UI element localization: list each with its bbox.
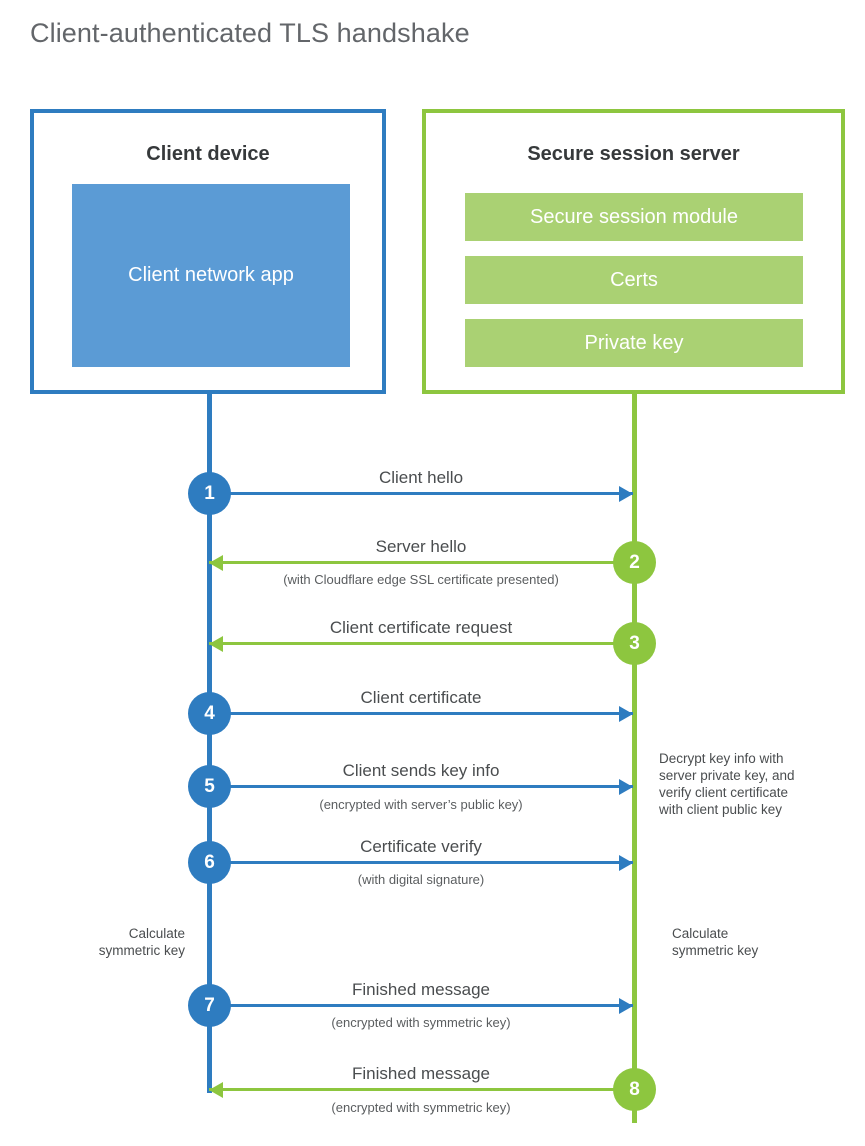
step-6-arrow-head-icon: [619, 855, 633, 871]
step-1-arrow-head-icon: [619, 486, 633, 502]
step-badge-7: 7: [188, 984, 231, 1027]
client-calc-note-line-1: Calculate: [128, 926, 185, 941]
server-decrypt-note-line-4: with client public key: [659, 802, 783, 817]
step-6-label: Certificate verify: [360, 837, 482, 856]
client-lifeline: [207, 393, 212, 1093]
secure-session-server-title: Secure session server: [527, 143, 740, 165]
step-2-arrow-line: [209, 561, 633, 564]
step-6-arrow-line: [209, 861, 633, 864]
server-component-private-key: Private key: [465, 319, 803, 367]
client-device-box: Client device Client network app: [30, 109, 386, 394]
step-badge-8: 8: [613, 1068, 656, 1111]
step-8-arrow-line: [209, 1088, 633, 1091]
client-calc-note-line-2: symmetric key: [98, 943, 185, 958]
step-badge-3: 3: [613, 622, 656, 665]
step-7-label: Finished message: [352, 980, 490, 999]
step-3-arrow-line: [209, 642, 633, 645]
step-4-arrow-head-icon: [619, 706, 633, 722]
client-device-title: Client device: [146, 143, 270, 165]
server-decrypt-note-line-3: verify client certificate: [659, 785, 789, 800]
step-badge-4: 4: [188, 692, 231, 735]
server-component-certs: Certs: [465, 256, 803, 304]
step-1-label: Client hello: [378, 468, 464, 487]
step-4-arrow-line: [209, 712, 633, 715]
step-3-label: Client certificate request: [329, 618, 513, 637]
server-lifeline: [632, 393, 637, 1123]
step-6-sublabel: (with digital signature): [357, 872, 485, 887]
client-calculate-symmetric-key-note: Calculate symmetric key: [20, 925, 185, 959]
step-2-label: Server hello: [375, 537, 467, 556]
step-2-sublabel: (with Cloudflare edge SSL certificate pr…: [283, 572, 559, 587]
client-network-app-block: Client network app: [72, 184, 350, 367]
server-calc-note-line-2: symmetric key: [672, 943, 759, 958]
step-7-arrow-line: [209, 1004, 633, 1007]
step-4-label: Client certificate: [360, 688, 482, 707]
step-8-label: Finished message: [352, 1064, 490, 1083]
step-1-arrow-line: [209, 492, 633, 495]
step-5-arrow-line: [209, 785, 633, 788]
step-badge-1: 1: [188, 472, 231, 515]
step-8-arrow-head-icon: [209, 1082, 223, 1098]
page-title: Client-authenticated TLS handshake: [30, 18, 470, 48]
server-decrypt-note-line-1: Decrypt key info with: [659, 751, 784, 766]
step-3-arrow-head-icon: [209, 636, 223, 652]
server-decrypt-note-line-2: server private key, and: [659, 768, 795, 783]
server-component-secure-session-module: Secure session module: [465, 193, 803, 241]
server-calculate-symmetric-key-note: Calculate symmetric key: [672, 925, 842, 959]
server-calc-note-line-1: Calculate: [672, 926, 729, 941]
step-8-sublabel: (encrypted with symmetric key): [331, 1100, 511, 1115]
step-7-sublabel: (encrypted with symmetric key): [331, 1015, 511, 1030]
step-5-label: Client sends key info: [342, 761, 500, 780]
step-badge-5: 5: [188, 765, 231, 808]
step-2-arrow-head-icon: [209, 555, 223, 571]
step-badge-2: 2: [613, 541, 656, 584]
step-badge-6: 6: [188, 841, 231, 884]
server-decrypt-note: Decrypt key info with server private key…: [659, 750, 839, 818]
step-5-sublabel: (encrypted with server’s public key): [319, 797, 523, 812]
secure-session-server-box: Secure session server Secure session mod…: [422, 109, 845, 394]
step-5-arrow-head-icon: [619, 779, 633, 795]
step-7-arrow-head-icon: [619, 998, 633, 1014]
